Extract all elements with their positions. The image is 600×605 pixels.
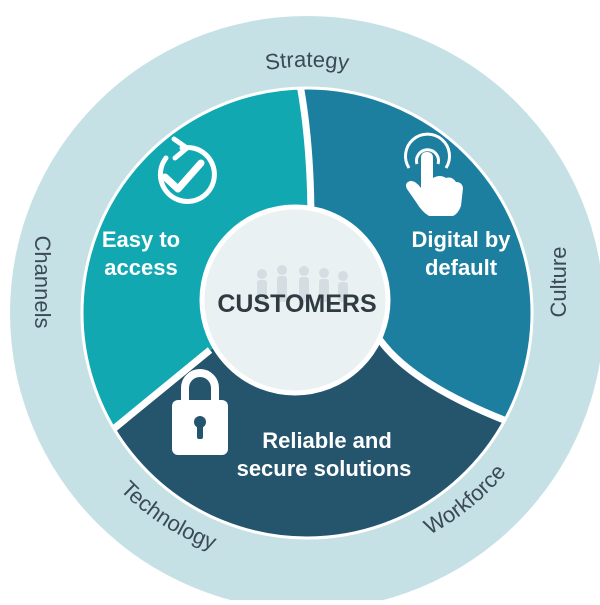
segment-label-reliable-line1: Reliable and: [262, 428, 392, 453]
segment-label-digital-line2: default: [425, 255, 498, 280]
segment-label-easy-line1: Easy to: [102, 227, 180, 252]
outer-label-strategy: Strategy: [263, 47, 350, 75]
people-silhouettes: [257, 265, 348, 302]
outer-label-channels: Channels: [30, 236, 55, 329]
separator-line-2: [97, 347, 213, 443]
segment-label-easy-line2: access: [104, 255, 177, 280]
center-circle: [199, 204, 391, 396]
touch-hand-icon: [404, 132, 463, 216]
refresh-check-icon: [157, 136, 217, 204]
center-label: CUSTOMERS: [217, 290, 376, 318]
segment-label-reliable-line2: secure solutions: [237, 456, 412, 481]
segment-label-digital-line1: Digital by: [411, 227, 511, 252]
padlock-icon: [172, 369, 228, 455]
outer-label-culture: Culture: [546, 247, 571, 318]
inner-rim: [80, 86, 534, 540]
